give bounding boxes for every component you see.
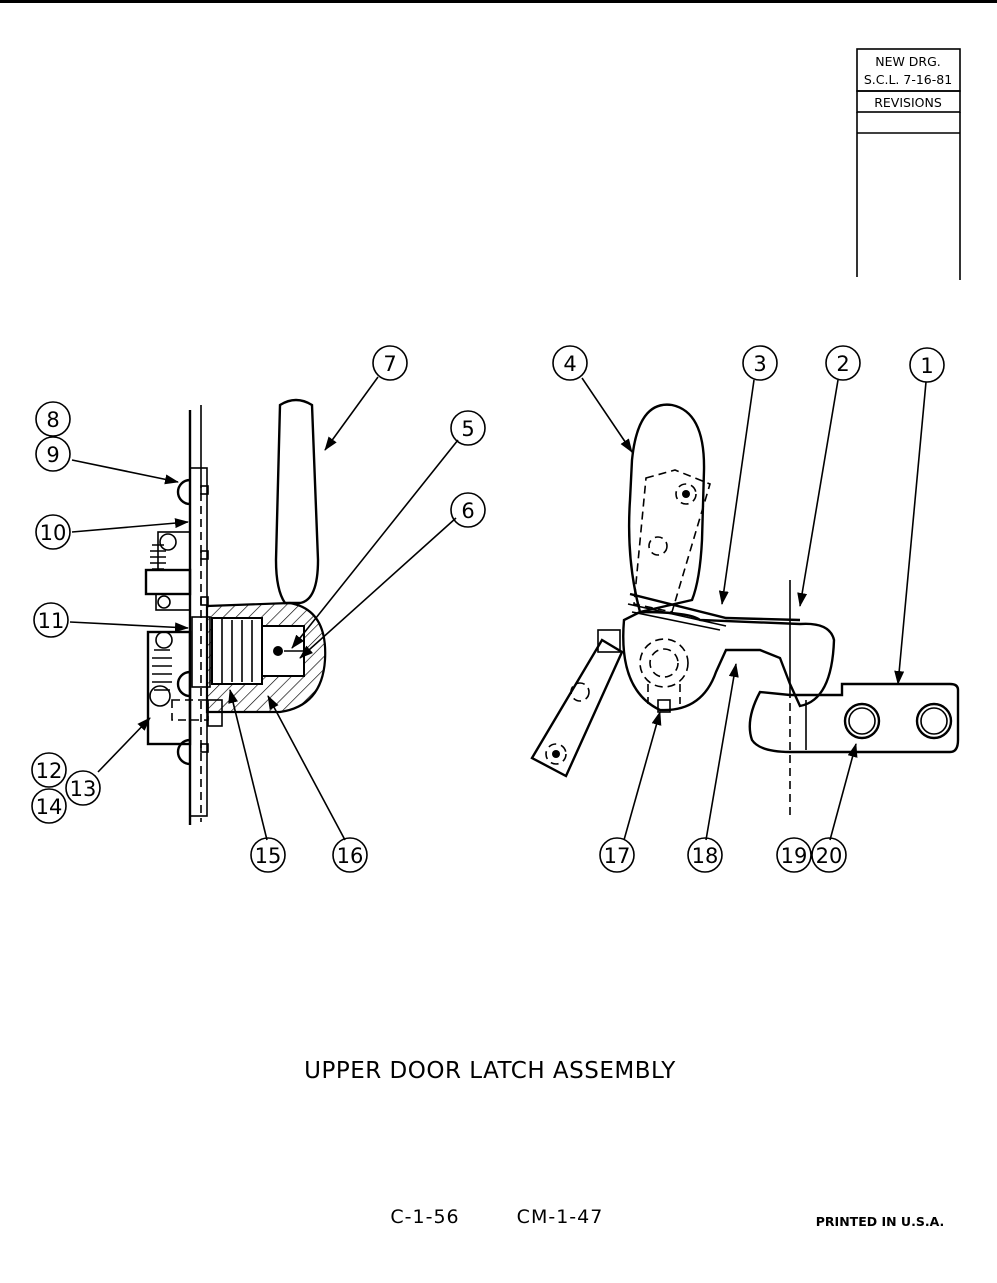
svg-text:7: 7 xyxy=(383,352,396,376)
drawing-title: UPPER DOOR LATCH ASSEMBLY xyxy=(304,1058,676,1084)
svg-text:8: 8 xyxy=(46,408,59,432)
callout-8: 8 xyxy=(35,401,71,437)
svg-text:6: 6 xyxy=(461,499,474,523)
callout-11: 11 xyxy=(33,602,69,638)
svg-text:10: 10 xyxy=(40,521,67,545)
latch-side-section-view xyxy=(144,398,327,825)
callout-20: 20 xyxy=(811,837,847,873)
svg-text:16: 16 xyxy=(337,844,364,868)
callout-bubbles: 7 5 6 8 9 10 11 12 13 14 15 16 4 3 2 1 1… xyxy=(31,345,945,873)
revision-block: NEW DRG. S.C.L. 7-16-81 REVISIONS xyxy=(856,48,961,280)
callout-17: 17 xyxy=(599,837,635,873)
revision-line-new-drg: NEW DRG. xyxy=(875,54,941,69)
callout-14: 14 xyxy=(31,788,67,824)
svg-text:5: 5 xyxy=(461,417,474,441)
svg-text:3: 3 xyxy=(753,352,766,376)
svg-text:11: 11 xyxy=(38,609,65,633)
svg-text:1: 1 xyxy=(920,354,933,378)
svg-text:19: 19 xyxy=(781,844,808,868)
svg-text:2: 2 xyxy=(836,352,849,376)
leader-lines xyxy=(69,376,927,841)
printed-in-usa: PRINTED IN U.S.A. xyxy=(816,1214,944,1229)
callout-13: 13 xyxy=(65,770,101,806)
revision-header: REVISIONS xyxy=(874,95,942,110)
callout-4: 4 xyxy=(552,345,588,381)
callout-7: 7 xyxy=(372,345,408,381)
callout-2: 2 xyxy=(825,345,861,381)
footer-code-right: CM-1-47 xyxy=(517,1206,604,1228)
callout-15: 15 xyxy=(250,837,286,873)
callout-9: 9 xyxy=(35,436,71,472)
revision-line-date: S.C.L. 7-16-81 xyxy=(864,72,952,87)
callout-1: 1 xyxy=(909,347,945,383)
callout-12: 12 xyxy=(31,752,67,788)
svg-text:4: 4 xyxy=(563,352,576,376)
callout-16: 16 xyxy=(332,837,368,873)
svg-text:20: 20 xyxy=(816,844,843,868)
svg-text:18: 18 xyxy=(692,844,719,868)
callout-3: 3 xyxy=(742,345,778,381)
callout-19: 19 xyxy=(776,837,812,873)
latch-mechanism-view xyxy=(530,403,960,820)
footer-code-left: C-1-56 xyxy=(390,1206,459,1228)
svg-text:12: 12 xyxy=(36,759,63,783)
svg-text:14: 14 xyxy=(36,795,63,819)
svg-text:15: 15 xyxy=(255,844,282,868)
callout-5: 5 xyxy=(450,410,486,446)
callout-18: 18 xyxy=(687,837,723,873)
callout-10: 10 xyxy=(35,514,71,550)
callout-6: 6 xyxy=(450,492,486,528)
svg-text:17: 17 xyxy=(604,844,631,868)
svg-text:9: 9 xyxy=(46,443,59,467)
svg-text:13: 13 xyxy=(70,777,97,801)
